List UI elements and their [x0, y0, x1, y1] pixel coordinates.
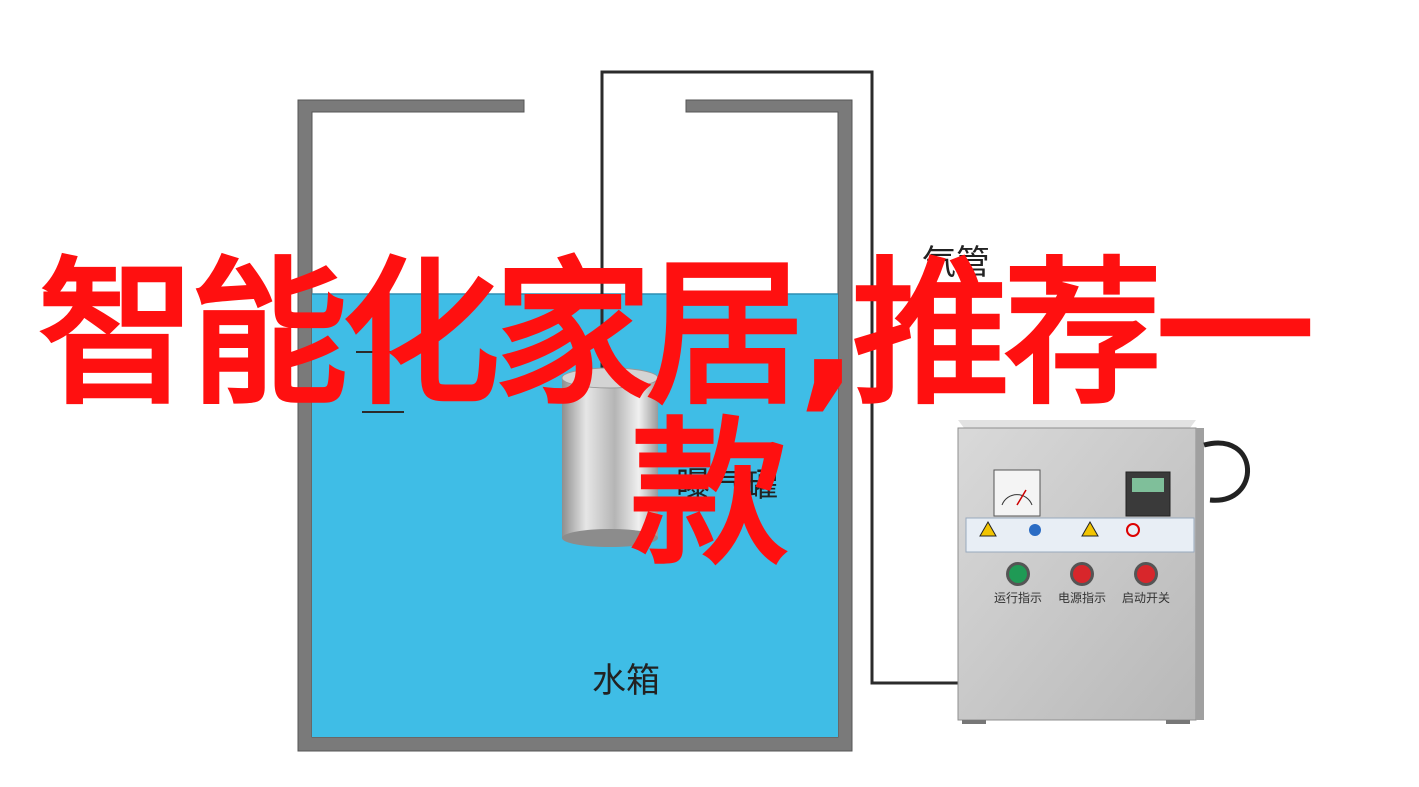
- control-button-label: 运行指示: [994, 590, 1042, 605]
- pressure-tank-label: 曝气罐: [676, 465, 778, 505]
- air-pipe: [600, 70, 958, 685]
- button-cap[interactable]: [1073, 565, 1091, 583]
- control-button-1[interactable]: 电源指示: [1058, 562, 1106, 605]
- control-button-0[interactable]: 运行指示: [994, 562, 1042, 605]
- caution-icon: [1029, 524, 1041, 536]
- warning-icon: [1081, 520, 1099, 537]
- prohibit-icon: [1126, 523, 1140, 537]
- pressure-tank: [561, 367, 659, 547]
- air-pipe-label: 气管: [922, 243, 990, 283]
- control-button-label: 电源指示: [1058, 590, 1106, 605]
- warning-label-strip: [965, 517, 1195, 553]
- button-cap[interactable]: [1009, 565, 1027, 583]
- power-cable: [1203, 440, 1250, 503]
- control-box: 运行指示 电源指示 启动开关: [957, 420, 1250, 724]
- warning-icon: [979, 520, 997, 537]
- control-button-2[interactable]: 启动开关: [1122, 562, 1170, 605]
- analog-meter: [993, 469, 1041, 517]
- control-button-label: 启动开关: [1122, 591, 1170, 605]
- button-cap[interactable]: [1137, 565, 1155, 583]
- water-tank-label: 水箱: [592, 661, 660, 701]
